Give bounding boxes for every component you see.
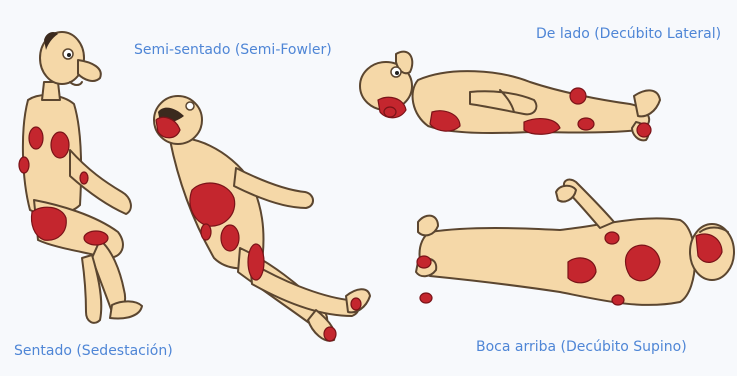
figure-semi-sentado <box>154 96 370 341</box>
label-sentado: Sentado (Sedestación) <box>14 343 173 359</box>
figure-boca-arriba <box>416 180 734 305</box>
label-boca-arriba: Boca arriba (Decúbito Supino) <box>476 339 687 355</box>
label-semi-sentado: Semi-sentado (Semi-Fowler) <box>134 42 332 58</box>
figure-sentado <box>19 32 142 323</box>
label-de-lado: De lado (Decúbito Lateral) <box>536 26 721 42</box>
figure-de-lado <box>360 52 660 141</box>
